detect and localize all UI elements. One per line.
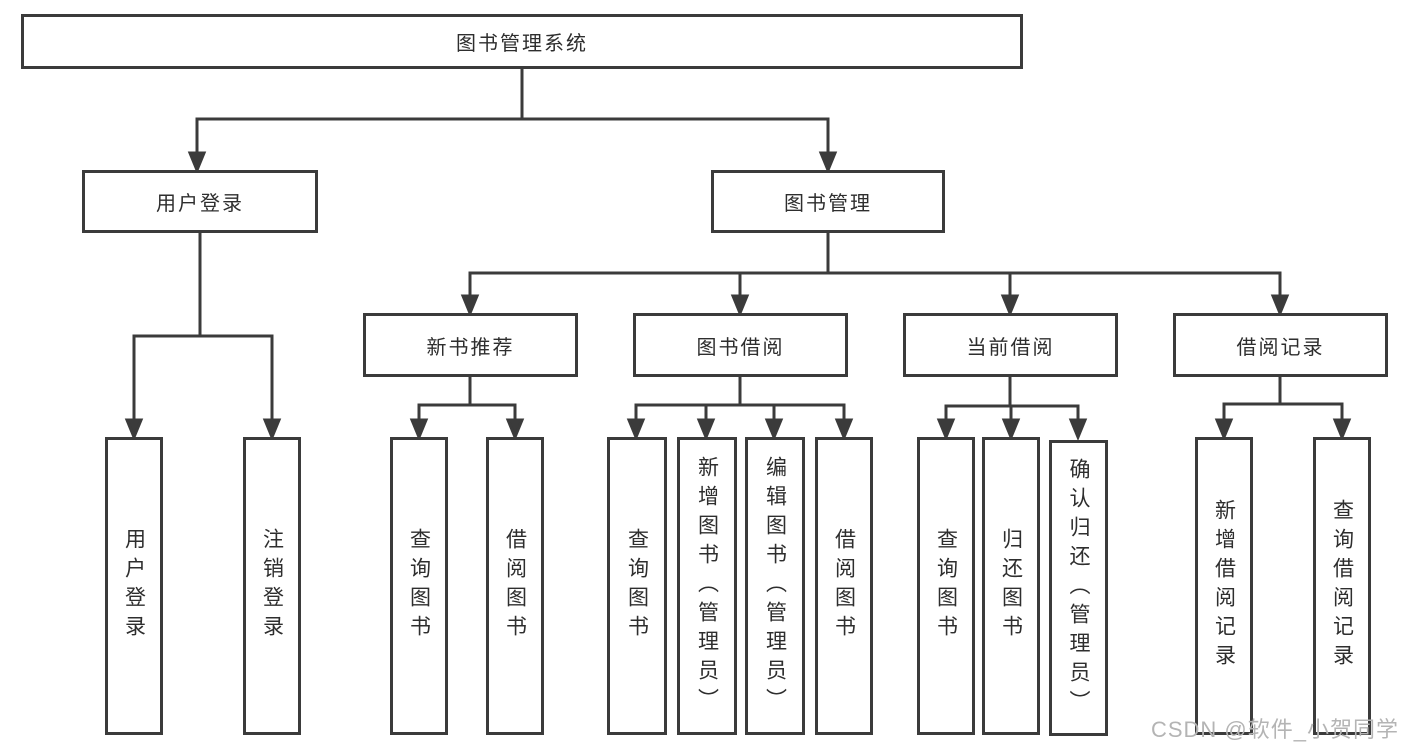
- node-login-label: 用户登录: [122, 528, 146, 644]
- node-user-login-module: 用户登录: [82, 170, 318, 233]
- csdn-watermark: CSDN @软件_小贺同学: [1150, 717, 1399, 742]
- node-br-add-record-label: 新增借阅记录: [1212, 499, 1236, 673]
- node-book-borrowing: 图书借阅: [633, 313, 848, 377]
- node-br-query-record: 查询借阅记录: [1313, 437, 1371, 735]
- node-book-management-module: 图书管理: [711, 170, 945, 233]
- connector-bookmgmt-to-level3: [460, 233, 1290, 317]
- node-bb-add-books-admin-label: 新增图书（管理员）: [695, 455, 719, 717]
- node-cb-query-books-label: 查询图书: [934, 528, 958, 644]
- connector-current-to-children: [936, 377, 1088, 441]
- node-login: 用户登录: [105, 437, 163, 735]
- node-logout: 注销登录: [243, 437, 301, 735]
- node-current-borrowing-label: 当前借阅: [966, 336, 1055, 359]
- node-borrowing-records-label: 借阅记录: [1236, 336, 1325, 359]
- node-book-borrowing-label: 图书借阅: [696, 336, 785, 359]
- connector-records-to-children: [1214, 377, 1352, 441]
- node-recommend-borrow-books-label: 借阅图书: [503, 528, 527, 644]
- node-bb-add-books-admin: 新增图书（管理员）: [677, 437, 737, 735]
- node-cb-confirm-return-admin: 确认归还（管理员）: [1049, 440, 1108, 736]
- node-user-login-module-label: 用户登录: [156, 193, 244, 215]
- node-bb-borrow-books: 借阅图书: [815, 437, 873, 735]
- node-root-system: 图书管理系统: [21, 14, 1023, 69]
- node-recommend-borrow-books: 借阅图书: [486, 437, 544, 735]
- node-br-add-record: 新增借阅记录: [1195, 437, 1253, 735]
- node-borrowing-records: 借阅记录: [1173, 313, 1388, 377]
- node-logout-label: 注销登录: [260, 528, 284, 644]
- node-bb-edit-books-admin: 编辑图书（管理员）: [745, 437, 805, 735]
- node-br-query-record-label: 查询借阅记录: [1330, 499, 1354, 673]
- node-recommend-query-books-label: 查询图书: [407, 528, 431, 644]
- node-new-book-recommend: 新书推荐: [363, 313, 578, 377]
- node-cb-return-books-label: 归还图书: [999, 528, 1023, 644]
- connector-borrowing-to-children: [626, 377, 854, 441]
- node-recommend-query-books: 查询图书: [390, 437, 448, 735]
- node-bb-borrow-books-label: 借阅图书: [832, 528, 856, 644]
- connector-recommend-to-children: [409, 377, 525, 441]
- node-book-management-module-label: 图书管理: [784, 193, 872, 215]
- node-bb-edit-books-admin-label: 编辑图书（管理员）: [763, 455, 787, 717]
- node-cb-return-books: 归还图书: [982, 437, 1040, 735]
- node-cb-query-books: 查询图书: [917, 437, 975, 735]
- node-new-book-recommend-label: 新书推荐: [426, 336, 515, 359]
- connector-userlogin-to-children: [124, 233, 282, 441]
- node-bb-query-books-label: 查询图书: [625, 528, 649, 644]
- node-bb-query-books: 查询图书: [607, 437, 667, 735]
- node-root-system-label: 图书管理系统: [456, 33, 588, 55]
- connector-root-to-level2: [187, 69, 838, 174]
- node-cb-confirm-return-admin-label: 确认归还（管理员）: [1067, 457, 1090, 719]
- node-current-borrowing: 当前借阅: [903, 313, 1118, 377]
